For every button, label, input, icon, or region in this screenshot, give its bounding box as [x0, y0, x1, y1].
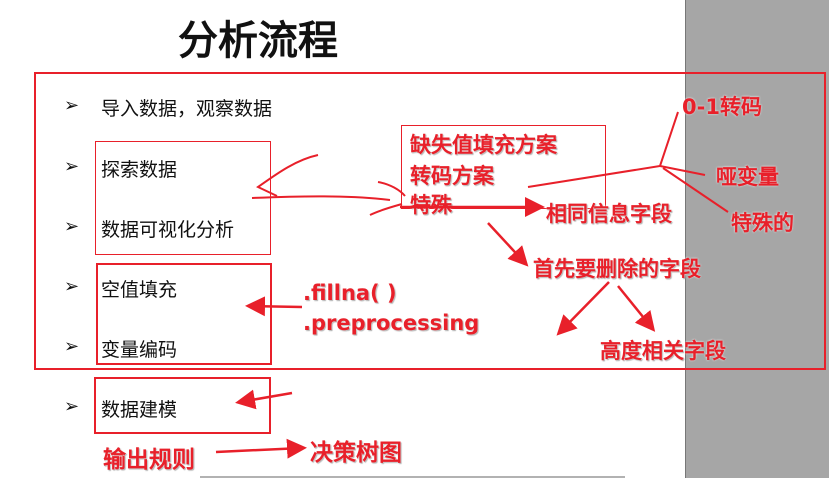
annotation-dummy: 哑变量 [716, 165, 779, 189]
annotation-special: 特殊 [410, 193, 452, 217]
bullet-icon: ➢ [64, 336, 80, 357]
bullet-icon: ➢ [64, 216, 80, 237]
arrow-icon [617, 285, 656, 332]
preprocessing-group-box [34, 72, 826, 370]
arrow-icon [556, 281, 610, 336]
arrow-icon [487, 222, 529, 267]
list-item: 数据建模 [101, 399, 178, 421]
list-item: 导入数据，观察数据 [101, 98, 273, 120]
cleaning-box [96, 263, 272, 365]
annotation-missing-plan: 缺失值填充方案 [410, 133, 557, 157]
annotation-special-ones: 特殊的 [731, 211, 794, 235]
bullet-icon: ➢ [64, 156, 80, 177]
slide-title: 分析流程 [178, 18, 338, 64]
list-item: 变量编码 [101, 339, 178, 361]
list-item: 数据可视化分析 [101, 219, 235, 241]
side-panel [685, 0, 829, 478]
annotation-zero-one: 0-1转码 [682, 95, 762, 119]
arrow-icon [235, 389, 293, 410]
annotation-decision-tree: 决策树图 [310, 440, 402, 466]
bullet-icon: ➢ [64, 276, 80, 297]
annotation-fillna: .fillna( ) [303, 281, 397, 305]
annotation-preprocessing: .preprocessing [303, 311, 480, 335]
annotation-delete-first: 首先要删除的字段 [533, 257, 701, 281]
annotation-high-corr: 高度相关字段 [600, 339, 726, 363]
hand-arrow-icon [256, 154, 319, 197]
plan-box [401, 125, 606, 209]
annotation-encode-plan: 转码方案 [410, 164, 494, 188]
arrow-icon [215, 438, 307, 459]
bullet-icon: ➢ [64, 95, 80, 116]
arrow-icon [245, 296, 303, 317]
list-item: 空值填充 [101, 279, 178, 301]
modeling-box [94, 377, 271, 434]
bullet-icon: ➢ [64, 396, 80, 417]
list-item: 探索数据 [101, 159, 178, 181]
annotation-same-info: 相同信息字段 [546, 202, 672, 226]
annotation-output-rules: 输出规则 [103, 447, 195, 473]
